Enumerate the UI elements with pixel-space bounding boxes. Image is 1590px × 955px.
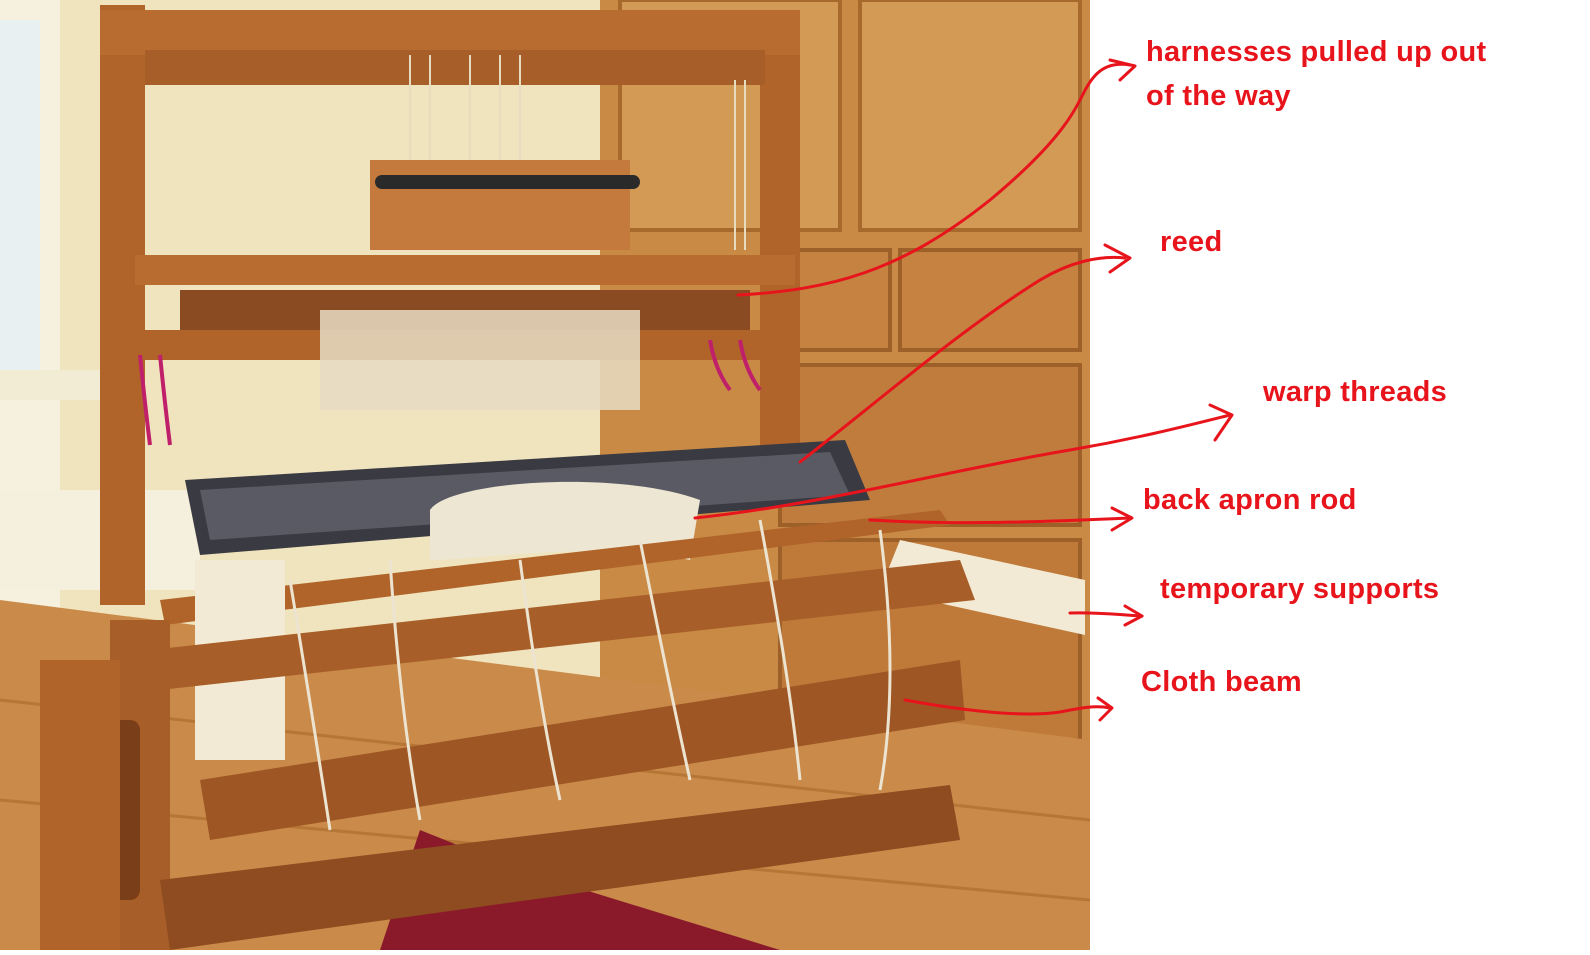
reed-arrow-head bbox=[1103, 243, 1132, 274]
drawer bbox=[898, 248, 1082, 352]
back-apron-rod-arrow-head bbox=[1110, 506, 1134, 532]
loom-castle-beam bbox=[145, 50, 765, 85]
warp-threads-label: warp threads bbox=[1263, 376, 1448, 408]
loom-post-left bbox=[100, 5, 145, 605]
loom-post-right bbox=[760, 10, 800, 460]
harnesses-arrow-head bbox=[1108, 58, 1137, 82]
armoire-door-right bbox=[858, 0, 1082, 232]
loom-side-frame bbox=[40, 660, 120, 950]
loom-top-beam bbox=[100, 10, 800, 55]
window-pane bbox=[0, 20, 40, 380]
heddle-strings bbox=[320, 310, 640, 410]
warp-threads-arrow-head bbox=[1208, 403, 1234, 442]
harness-lever-block bbox=[370, 160, 630, 250]
loom-illustration bbox=[0, 0, 1090, 950]
breast-beam bbox=[150, 560, 975, 690]
harnesses-label-line2: of the way bbox=[1146, 80, 1291, 112]
back-apron-rod bbox=[160, 510, 950, 625]
loom-photo bbox=[0, 0, 1090, 950]
lever-rod bbox=[375, 175, 640, 189]
cloth-beam bbox=[200, 660, 965, 840]
front-cross-bar bbox=[160, 785, 960, 950]
cloth-beam-label: Cloth beam bbox=[1141, 666, 1302, 698]
cloth-beam-arrow-head bbox=[1096, 696, 1114, 722]
reed-label: reed bbox=[1160, 226, 1223, 258]
harness-bar bbox=[135, 255, 795, 285]
warp-bundle bbox=[430, 481, 700, 560]
back-apron-rod-label: back apron rod bbox=[1143, 484, 1357, 516]
warp-ties bbox=[288, 519, 892, 831]
temporary-supports-arrow-head bbox=[1123, 604, 1144, 627]
harnesses-label-line1: harnesses pulled up out bbox=[1146, 36, 1487, 68]
temporary-supports-label: temporary supports bbox=[1160, 573, 1440, 605]
harnesses-label: harnesses pulled up out of the way bbox=[1146, 30, 1486, 118]
rubber-bands bbox=[138, 339, 762, 446]
